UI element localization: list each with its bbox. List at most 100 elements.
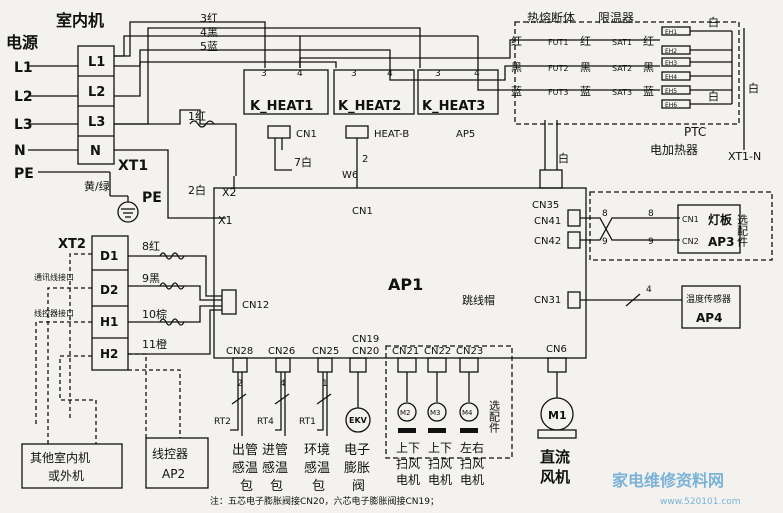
indoor-unit-label: 室内机: [56, 11, 104, 30]
xt2-label: XT2: [58, 237, 86, 252]
row1-sat: SAT1: [612, 38, 632, 47]
eh5: EH5: [665, 88, 677, 95]
cap3-l3: 包: [312, 479, 325, 494]
dc-fan-l1: 直流: [540, 448, 570, 466]
comm-port-label: 通讯线接口: [34, 272, 74, 282]
w6-label: W6: [342, 170, 358, 181]
cap3-l1: 环境: [304, 443, 330, 458]
xt1-l3: L3: [88, 115, 105, 130]
watermark-main: 家电维修资料网: [612, 471, 724, 490]
k-heat1: K_HEAT1: [250, 99, 313, 114]
cn31-label: CN31: [534, 295, 561, 306]
xt1-l1: L1: [88, 55, 105, 70]
swing-option: 选配件: [488, 400, 501, 434]
earth-wire-label: 黄/绿: [84, 179, 110, 193]
cn35-label: CN35: [532, 200, 559, 211]
wire-4-black: 4黑: [200, 26, 218, 39]
ap3-label: AP3: [708, 235, 734, 249]
cn26-label: CN26: [268, 346, 295, 357]
ap4-sensor: 温度传感器: [686, 293, 731, 305]
heat-b-label: HEAT-B: [374, 129, 409, 140]
cap3-l2: 感温: [304, 460, 330, 476]
cn35-white: 白: [558, 151, 569, 165]
power-title: 电源: [6, 33, 38, 52]
rt2-label: RT2: [214, 417, 231, 427]
eh2: EH2: [665, 48, 677, 55]
swing2-l2: 扫风: [428, 457, 452, 471]
ptc-label: PTC: [684, 125, 706, 139]
ap4-label: AP4: [696, 311, 722, 325]
row3-color3: 蓝: [643, 85, 654, 98]
swing1-l1: 上下: [396, 441, 420, 455]
power-l3: L3: [14, 117, 33, 133]
cap2-l1: 进管: [262, 443, 288, 458]
cap1-l2: 感温: [232, 460, 258, 476]
ap3-w8: 8: [602, 209, 608, 219]
row1-color2: 红: [580, 35, 591, 48]
cn42-label: CN42: [534, 236, 561, 247]
limiter-title: 限温器: [598, 11, 634, 25]
ap5-label: AP5: [456, 129, 475, 140]
row2-color2: 黑: [580, 61, 591, 74]
row3-sat: SAT3: [612, 88, 632, 97]
m4-label: M4: [462, 409, 473, 417]
wire-9-black: 9黑: [142, 272, 160, 285]
ctrl-port-label: 线控器接口: [34, 308, 74, 318]
ap3-w8b: 8: [648, 209, 654, 219]
eh6: EH6: [665, 102, 677, 109]
ekv-label: EKV: [349, 416, 368, 425]
k2-pin3: 3: [351, 69, 357, 79]
swing2-l3: 电机: [428, 473, 452, 487]
cn25-label: CN25: [312, 346, 339, 357]
ap3-option: 选配件: [736, 214, 749, 248]
swing2-l1: 上下: [428, 441, 452, 455]
k1-pin3: 3: [261, 69, 267, 79]
ap4-wire4: 4: [646, 285, 652, 295]
cap4-l1: 电子: [344, 443, 370, 458]
row2-sat: SAT2: [612, 64, 632, 73]
xt2-h2: H2: [100, 347, 118, 361]
row2-color: 黑: [511, 61, 522, 74]
k-heat3: K_HEAT3: [422, 99, 485, 114]
wire-8-red: 8红: [142, 240, 160, 253]
wire-7-white: 7白: [294, 155, 312, 169]
footnote: 注：五芯电子膨胀阀接CN20，六芯电子膨胀阀接CN19；: [210, 495, 439, 507]
earth-label: PE: [142, 190, 162, 206]
row3-fuse: FUT3: [548, 88, 568, 97]
cn12-label: CN12: [242, 300, 269, 311]
cap2-l2: 感温: [262, 460, 288, 476]
xt1-n: N: [90, 144, 101, 159]
eh1: EH1: [665, 29, 677, 36]
k-heat2: K_HEAT2: [338, 99, 401, 114]
wire-5-blue: 5蓝: [200, 40, 218, 53]
ap3-w9: 9: [602, 237, 608, 247]
row2-fuse: FUT2: [548, 64, 568, 73]
xt2-d2: D2: [100, 283, 118, 297]
swing1-l2: 扫风: [396, 457, 420, 471]
eh-white-top: 白: [708, 15, 719, 29]
rt4-label: RT4: [257, 417, 274, 427]
dc-fan-l2: 风机: [540, 468, 570, 486]
wire-11-orange: 11橙: [142, 337, 167, 351]
ap1-cn1: CN1: [352, 206, 373, 217]
x1-label: X1: [218, 214, 233, 227]
cn6-label: CN6: [546, 344, 567, 355]
k3-pin4: 4: [474, 69, 480, 79]
jumper-label: 跳线帽: [462, 293, 495, 307]
swing3-l2: 扫风: [460, 457, 484, 471]
cn41-label: CN41: [534, 216, 561, 227]
cn23-label: CN23: [456, 346, 483, 357]
controller-l1: 线控器: [152, 447, 188, 461]
power-l1: L1: [14, 60, 33, 76]
cap4-l2: 膨胀: [344, 461, 370, 476]
ap1-label: AP1: [388, 275, 423, 294]
other-unit-l1: 其他室内机: [30, 450, 90, 465]
controller-l2: AP2: [162, 467, 185, 481]
row3-color: 蓝: [511, 85, 522, 98]
row1-fuse: FUT1: [548, 38, 568, 47]
rt1-label: RT1: [299, 417, 316, 427]
cn22-label: CN22: [424, 346, 451, 357]
ap1-board: [213, 187, 587, 359]
xt1-l2: L2: [88, 85, 105, 100]
